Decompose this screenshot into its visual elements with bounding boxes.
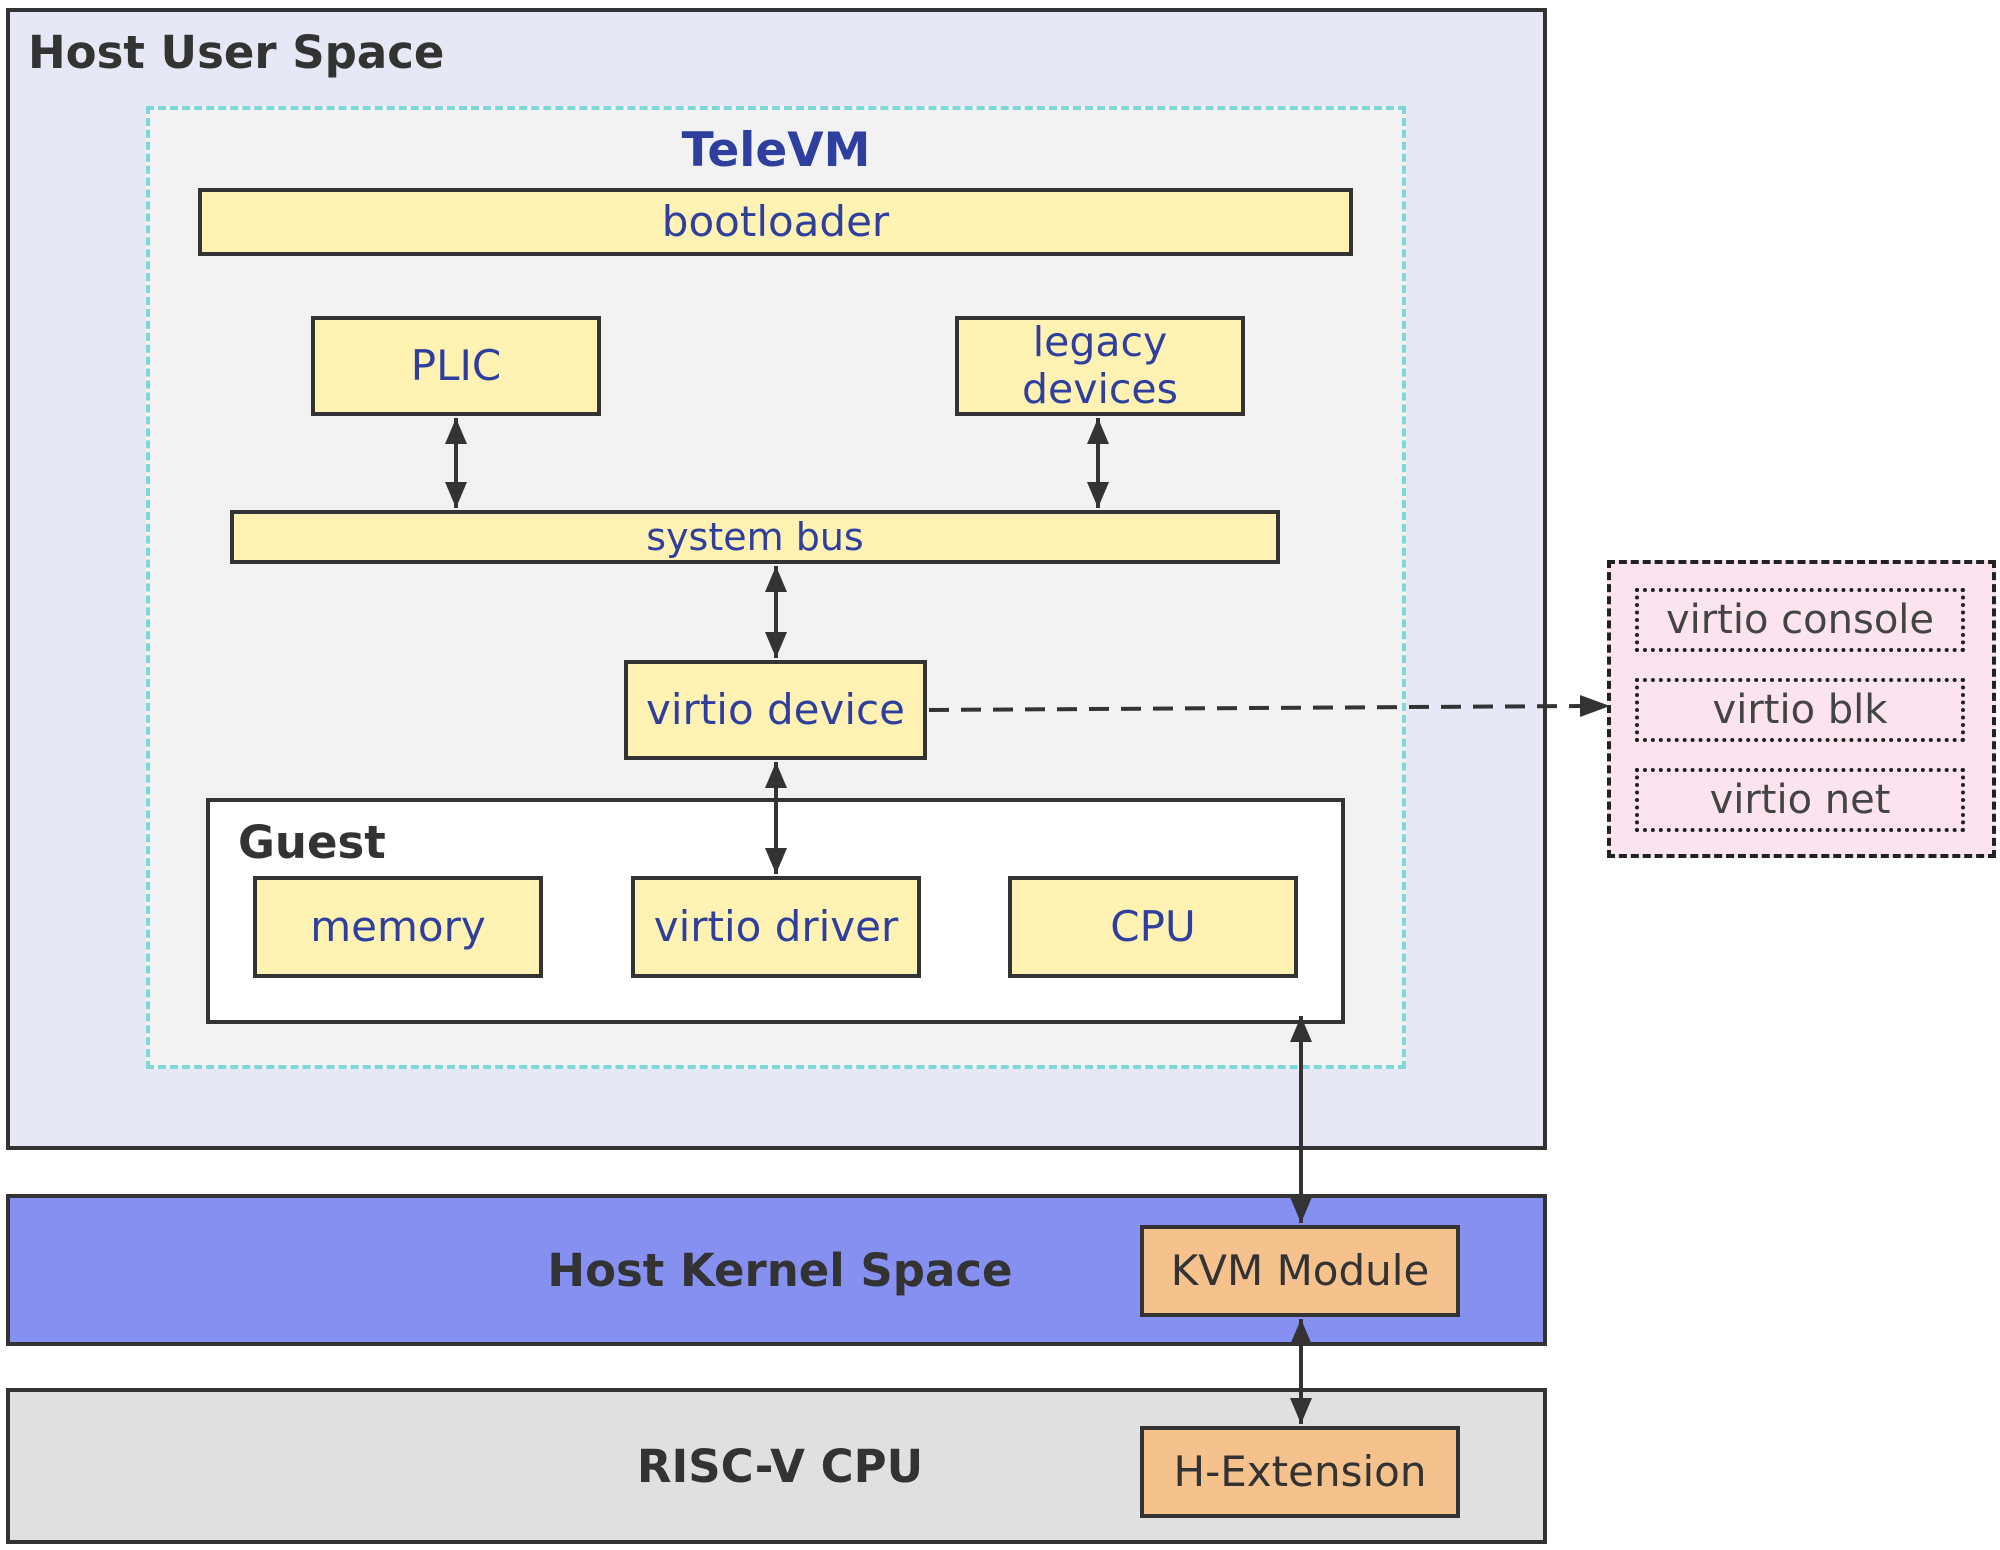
memory-box: memory: [253, 876, 543, 978]
guest-label: Guest: [238, 816, 386, 870]
virtio-net-box: virtio net: [1635, 768, 1965, 832]
kvm-module-box: KVM Module: [1140, 1225, 1460, 1317]
legacy-devices-box: legacy devices: [955, 316, 1245, 416]
bootloader-box: bootloader: [198, 188, 1353, 256]
host-kernel-space-label: Host Kernel Space: [547, 1244, 1013, 1298]
virtio-console-box: virtio console: [1635, 588, 1965, 652]
virtio-backend-group: [1607, 560, 1996, 858]
h-extension-box: H-Extension: [1140, 1426, 1460, 1518]
virtio-driver-box: virtio driver: [631, 876, 921, 978]
system-bus-box: system bus: [230, 510, 1280, 564]
riscv-cpu-label: RISC-V CPU: [636, 1440, 924, 1494]
televm-label: TeleVM: [681, 122, 871, 178]
host-user-space-label: Host User Space: [28, 26, 445, 80]
virtio-device-box: virtio device: [624, 660, 927, 760]
guest-cpu-box: CPU: [1008, 876, 1298, 978]
virtio-blk-box: virtio blk: [1635, 678, 1965, 742]
plic-box: PLIC: [311, 316, 601, 416]
arrowhead: [1580, 695, 1610, 717]
